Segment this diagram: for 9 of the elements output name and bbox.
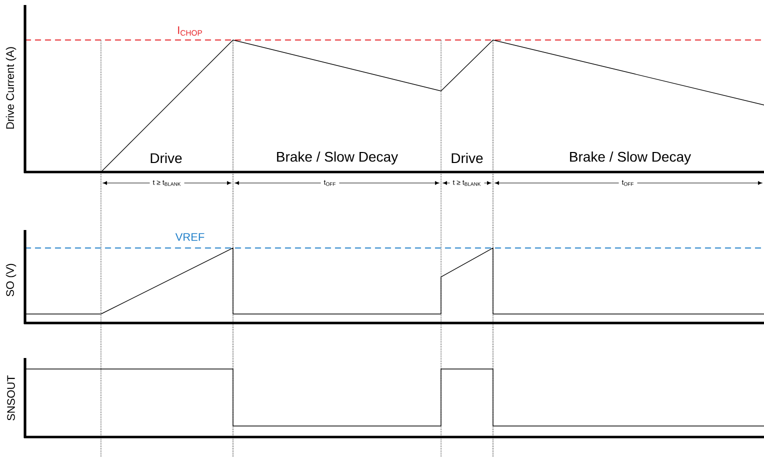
threshold-label: VREF: [175, 233, 204, 241]
axis-label: SNSOUT: [7, 375, 15, 420]
axis-label: Drive Current (A): [6, 47, 16, 129]
phase-label: Drive: [452, 152, 483, 164]
phase-label: Drive: [150, 152, 182, 164]
phase-label: Brake / Slow Decay: [277, 151, 398, 165]
axis-label: SO (V): [6, 264, 16, 296]
threshold-label: I$_{CHOP}$: [178, 26, 202, 36]
phase-label: Brake / Slow Decay: [570, 151, 692, 165]
